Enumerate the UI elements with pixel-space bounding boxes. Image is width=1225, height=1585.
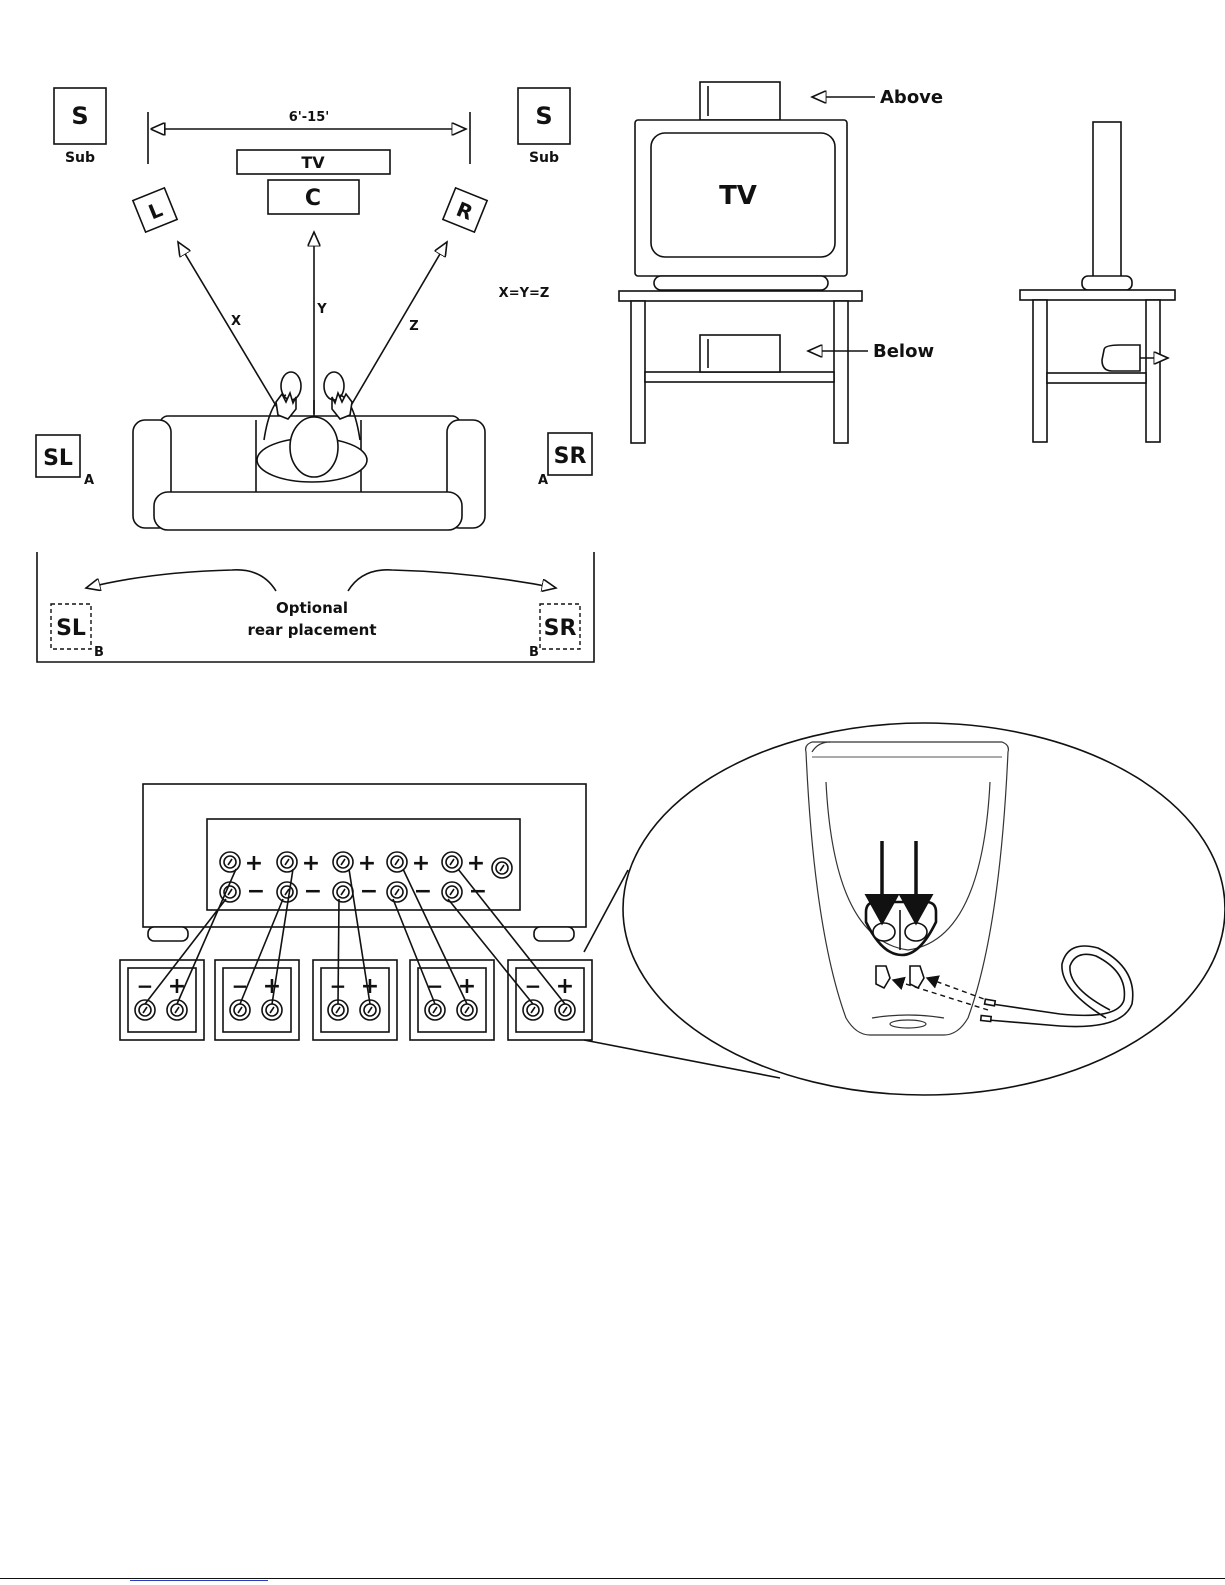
surround-left-a: SL A bbox=[36, 435, 94, 488]
receiver-minus-post-5 bbox=[442, 882, 462, 902]
receiver-minus-post-3 bbox=[333, 882, 353, 902]
speaker-plus-sign-3: + bbox=[361, 974, 379, 999]
receiver-minus-sign-3: − bbox=[360, 879, 378, 904]
center-speaker: C bbox=[268, 180, 359, 214]
z-label: Z bbox=[409, 319, 418, 334]
sl-b-letter: SL bbox=[56, 616, 86, 641]
wire-minus-3 bbox=[338, 899, 339, 1004]
above-label: Above bbox=[880, 87, 943, 108]
tv-box: TV bbox=[237, 150, 390, 174]
receiver-plus-sign-3: + bbox=[358, 851, 376, 876]
sub-left-speaker: S Sub bbox=[54, 88, 106, 166]
surround-right-a: SR A bbox=[538, 433, 592, 488]
surround-right-b: SR B bbox=[529, 604, 580, 660]
z-arrow bbox=[346, 242, 447, 414]
receiver-minus-sign-5: − bbox=[469, 879, 487, 904]
y-label: Y bbox=[316, 302, 327, 317]
receiver-plus-post-4 bbox=[387, 852, 407, 872]
equation-label: X=Y=Z bbox=[499, 286, 550, 301]
receiver: + − + − + − + − + − bbox=[143, 784, 586, 941]
x-arrow bbox=[178, 242, 281, 414]
sl-b-suffix: B bbox=[94, 645, 104, 660]
speaker-box-5: −+ bbox=[508, 960, 592, 1040]
sl-a-letter: SL bbox=[43, 446, 73, 471]
receiver-minus-sign-4: − bbox=[414, 879, 432, 904]
page-bottom-rule bbox=[0, 1578, 1225, 1579]
tv-stand-side bbox=[1020, 122, 1175, 442]
speaker-box-2: −+ bbox=[215, 960, 299, 1040]
receiver-plus-post-2 bbox=[277, 852, 297, 872]
receiver-plus-sign-1: + bbox=[245, 851, 263, 876]
sr-a-letter: SR bbox=[554, 444, 587, 469]
speaker-plus-sign-1: + bbox=[168, 974, 186, 999]
optional-line2: rear placement bbox=[247, 621, 376, 639]
receiver-plus-post-1 bbox=[220, 852, 240, 872]
center-label: C bbox=[305, 186, 321, 211]
sub-left-caption: Sub bbox=[65, 150, 95, 166]
tv-label: TV bbox=[301, 153, 325, 172]
receiver-plus-sign-4: + bbox=[412, 851, 430, 876]
speaker-side-view bbox=[1102, 345, 1140, 371]
speaker-below bbox=[700, 335, 780, 372]
rear-arrow-left bbox=[86, 570, 276, 591]
receiver-minus-post-4 bbox=[387, 882, 407, 902]
receiver-minus-sign-1: − bbox=[247, 879, 265, 904]
receiver-plus-sign-5: + bbox=[467, 851, 485, 876]
sub-right-caption: Sub bbox=[529, 150, 559, 166]
sub-left-letter: S bbox=[71, 102, 88, 130]
sub-right-letter: S bbox=[535, 102, 552, 130]
receiver-minus-post-2 bbox=[277, 882, 297, 902]
tv-screen-label: TV bbox=[719, 181, 757, 211]
sr-a-suffix: A bbox=[538, 473, 548, 488]
footer-link-underline[interactable] bbox=[130, 1580, 268, 1581]
speaker-box-3: −+ bbox=[313, 960, 397, 1040]
receiver-plus-post-3 bbox=[333, 852, 353, 872]
sub-right-speaker: S Sub bbox=[518, 88, 570, 166]
speaker-above bbox=[700, 82, 780, 120]
speaker-minus-sign-1: − bbox=[137, 974, 154, 998]
optional-line1: Optional bbox=[276, 599, 348, 617]
sl-a-suffix: A bbox=[84, 473, 94, 488]
speaker-minus-sign-2: − bbox=[232, 974, 249, 998]
sofa-with-listener bbox=[133, 372, 485, 530]
speaker-plus-sign-4: + bbox=[458, 974, 476, 999]
speaker-minus-sign-5: − bbox=[525, 974, 542, 998]
x-label: X bbox=[231, 314, 241, 329]
room-layout: S Sub S Sub 6'-15' TV C L bbox=[36, 88, 594, 662]
receiver-plus-sign-2: + bbox=[302, 851, 320, 876]
speaker-plus-sign-2: + bbox=[263, 974, 281, 999]
receiver-minus-sign-2: − bbox=[304, 879, 322, 904]
distance-label: 6'-15' bbox=[289, 110, 330, 125]
right-speaker: R bbox=[443, 188, 487, 232]
below-label: Below bbox=[873, 341, 934, 362]
surround-left-b: SL B bbox=[51, 604, 104, 660]
rear-arrow-right bbox=[348, 570, 556, 591]
sr-b-suffix: B bbox=[529, 645, 539, 660]
receiver-extra-post bbox=[492, 858, 512, 878]
speaker-minus-sign-4: − bbox=[427, 974, 444, 998]
sr-b-letter: SR bbox=[544, 616, 577, 641]
tv-stand-front: Above TV Below bbox=[619, 82, 943, 443]
speaker-rear-callout bbox=[584, 723, 1225, 1095]
left-speaker: L bbox=[133, 188, 177, 232]
